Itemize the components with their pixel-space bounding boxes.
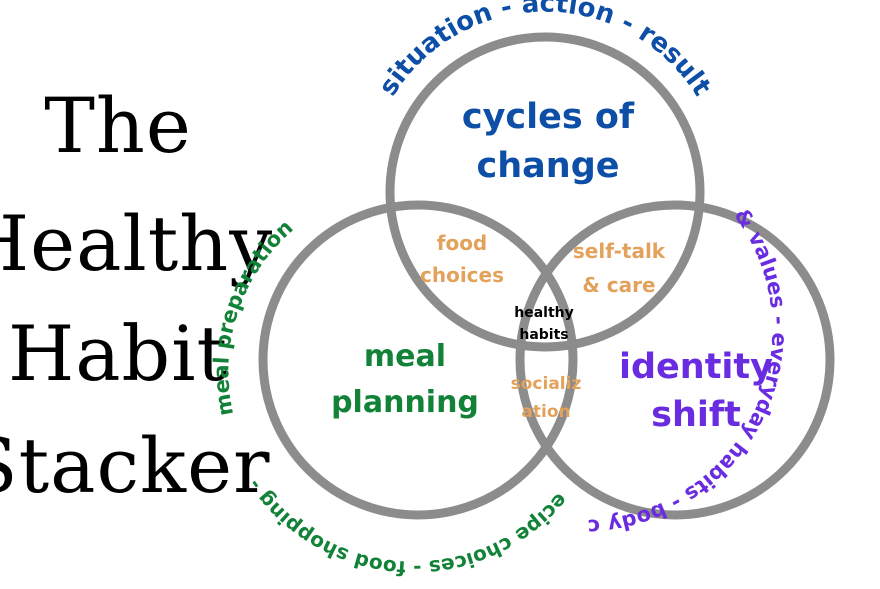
circle-top xyxy=(385,32,705,352)
top-arc-textpath: situation - action - result xyxy=(373,0,716,101)
overlap-top-right-1: self-talk xyxy=(573,239,666,263)
overlap-top-left-2: choices xyxy=(420,263,504,287)
top-circle-title-1: cycles of xyxy=(462,97,635,137)
top-circle-title-2: change xyxy=(477,146,620,186)
overlap-left-right-1: socializ xyxy=(511,374,582,394)
overlap-left-right-2: ation xyxy=(521,402,570,422)
overlap-center-1: healthy xyxy=(514,305,574,321)
left-circle-title-1: meal xyxy=(364,339,446,374)
main-title: The Healthy Habit Stacker xyxy=(0,81,273,510)
right-circle-title-1: identity xyxy=(619,347,773,387)
overlap-center-2: habits xyxy=(519,327,568,343)
overlap-top-right-2: & care xyxy=(582,273,655,297)
overlap-top-left-1: food xyxy=(437,231,488,255)
circle-right xyxy=(515,200,835,520)
top-arc-label: situation - action - result xyxy=(373,0,716,101)
left-circle-title-2: planning xyxy=(331,385,479,420)
right-circle-title-2: shift xyxy=(651,395,741,435)
title-line-3: Habit xyxy=(8,309,228,398)
title-line-4: Stacker xyxy=(0,421,270,510)
title-line-1: The xyxy=(44,81,192,170)
title-line-2: Healthy xyxy=(0,199,273,288)
circle-left xyxy=(258,200,578,520)
